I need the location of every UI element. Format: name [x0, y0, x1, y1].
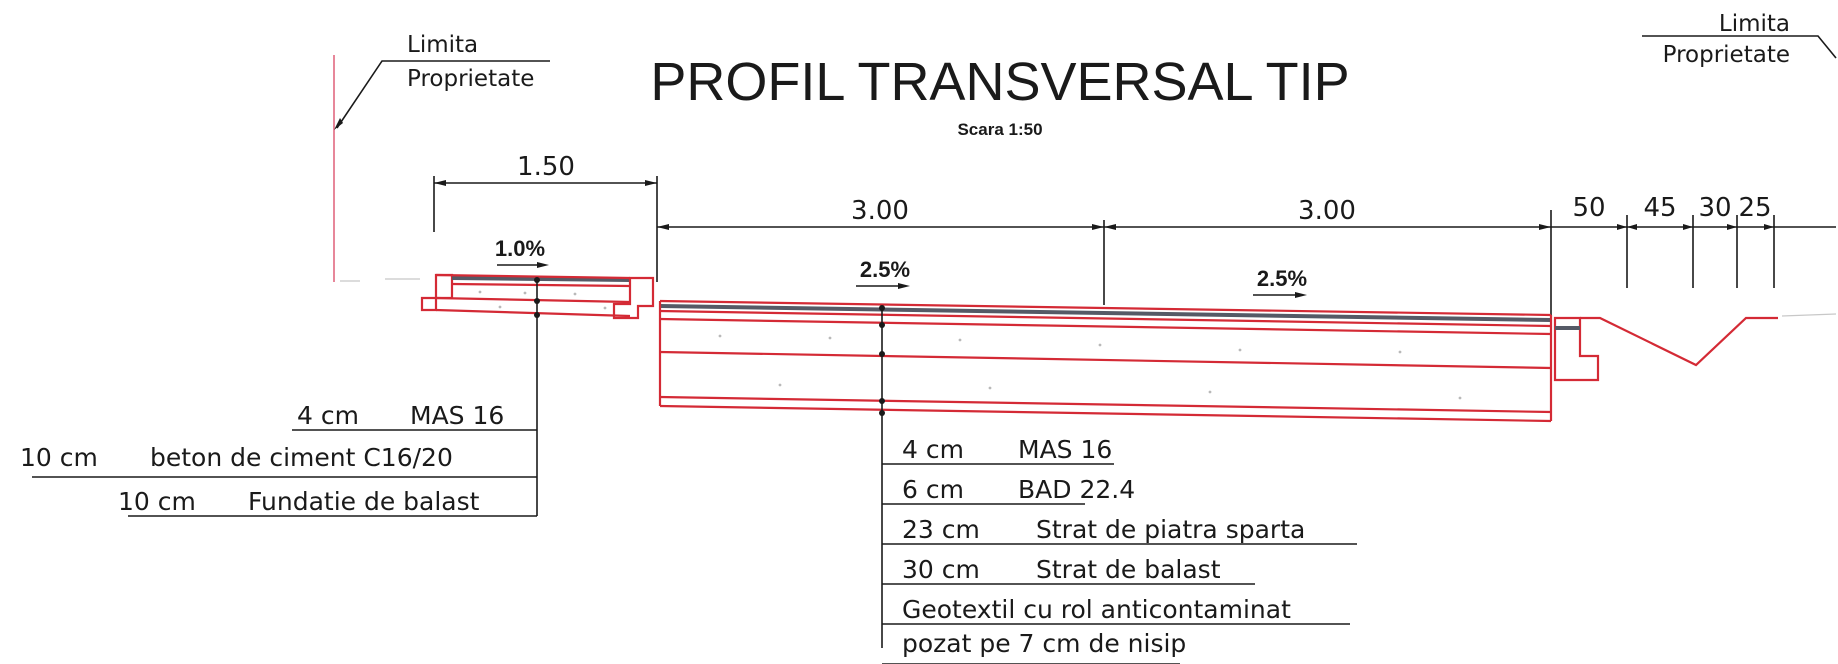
dimension-ditch: 50 45 30 25 [1551, 193, 1836, 288]
ground-marks [340, 278, 1837, 317]
sidewalk-layer-material: beton de ciment C16/20 [150, 443, 453, 472]
dimension-lane-left-label: 3.00 [851, 196, 909, 226]
road-layer-row: 4 cm MAS 16 [902, 435, 1112, 464]
property-limit-left-line2: Proprietate [407, 66, 534, 92]
drawing-title: PROFIL TRANSVERSAL TIP [650, 52, 1349, 112]
dimension-50-label: 50 [1572, 193, 1605, 223]
property-limit-left-line1: Limita [407, 32, 478, 58]
road-layers-callout: 4 cm MAS 16 6 cm BAD 22.4 23 cm Strat de… [879, 305, 1357, 664]
dimension-sidewalk-label: 1.50 [517, 152, 575, 182]
slope-lane-left: 2.5% [856, 257, 910, 289]
sidewalk-layer-thickness: 4 cm [297, 401, 359, 430]
sidewalk-layer-thickness: 10 cm [20, 443, 98, 472]
sidewalk-layer-thickness: 10 cm [118, 487, 196, 516]
road-layer-thickness: 23 cm [902, 515, 980, 544]
property-limit-right: Limita Proprietate [1642, 11, 1837, 68]
dimension-45-label: 45 [1643, 193, 1676, 223]
sidewalk-layer-material: Fundatie de balast [248, 487, 480, 516]
dimension-25-label: 25 [1738, 193, 1771, 223]
dimension-lanes: 3.00 3.00 [657, 196, 1552, 320]
road-layer-thickness: 30 cm [902, 555, 980, 584]
sidewalk-layer-material: MAS 16 [410, 401, 504, 430]
slope-lane-right: 2.5% [1253, 266, 1307, 298]
road-layer-thickness: 6 cm [902, 475, 964, 504]
road-layer-material: Strat de piatra sparta [1036, 515, 1305, 544]
property-limit-right-line2: Proprietate [1663, 42, 1790, 68]
geotextile-line1: Geotextil cu rol anticontaminat [902, 595, 1291, 624]
slope-sidewalk: 1.0% [495, 236, 549, 268]
road-layer-thickness: 4 cm [902, 435, 964, 464]
property-limit-right-line1: Limita [1719, 11, 1790, 37]
sidewalk-layer-row: 4 cm MAS 16 [297, 401, 504, 430]
slope-sidewalk-label: 1.0% [495, 236, 545, 261]
slope-lane-right-label: 2.5% [1257, 266, 1307, 291]
road-layer-row: 23 cm Strat de piatra sparta [902, 515, 1305, 544]
slope-lane-left-label: 2.5% [860, 257, 910, 282]
sidewalk-layer-row: 10 cm beton de ciment C16/20 [20, 443, 453, 472]
geotextile-line2: pozat pe 7 cm de nisip [902, 629, 1186, 658]
dimension-sidewalk: 1.50 [433, 152, 658, 282]
property-limit-left: Limita Proprietate [333, 32, 550, 282]
drawing-scale: Scara 1:50 [957, 120, 1042, 139]
dimension-lane-right-label: 3.00 [1298, 196, 1356, 226]
road-layer-row: 30 cm Strat de balast [902, 555, 1221, 584]
road-layer-material: Strat de balast [1036, 555, 1221, 584]
sidewalk-layers-callout: 4 cm MAS 16 10 cm beton de ciment C16/20… [20, 277, 540, 517]
road-layer-row: 6 cm BAD 22.4 [902, 475, 1135, 504]
dimension-30-label: 30 [1698, 193, 1731, 223]
road-layer-material: MAS 16 [1018, 435, 1112, 464]
sidewalk-layer-row: 10 cm Fundatie de balast [118, 487, 480, 516]
sidewalk-structure [420, 273, 655, 320]
right-curb-and-ditch [1553, 316, 1778, 382]
road-structure [658, 299, 1553, 423]
road-layer-material: BAD 22.4 [1018, 475, 1135, 504]
